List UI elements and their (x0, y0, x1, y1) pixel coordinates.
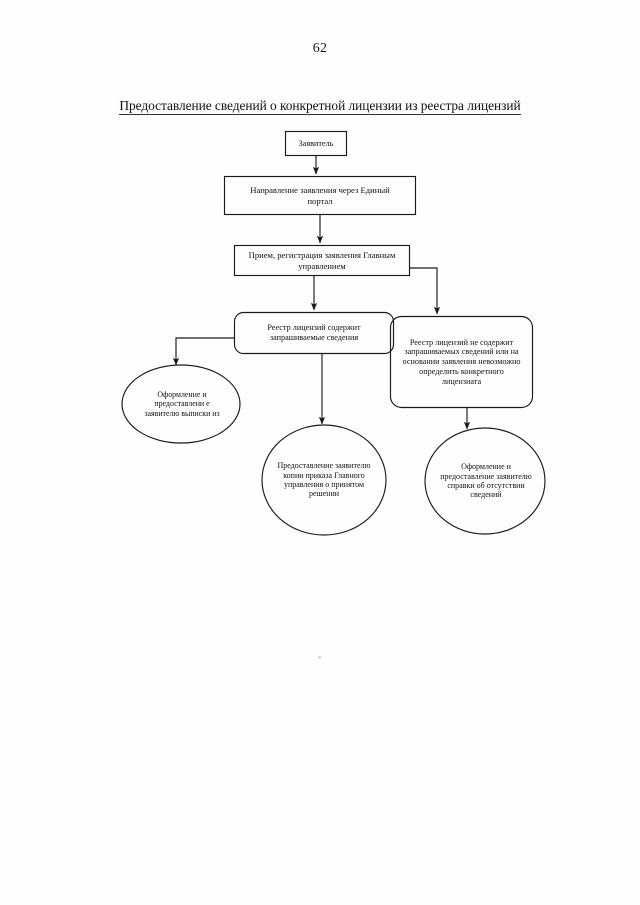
page-title-text: Предоставление сведений о конкретной лиц… (119, 98, 521, 115)
shape-issue-absence-certificate (424, 427, 546, 535)
node-receive-register: Прием, регистрация заявления Главным упр… (234, 245, 410, 276)
node-applicant: Заявитель (285, 131, 347, 156)
scan-artifact (318, 656, 321, 659)
node-issue-absence-certificate-label: Оформление и предоставление заявителю сп… (440, 462, 532, 500)
node-issue-order-copy: Предоставление заявителю копии приказа Г… (272, 430, 376, 530)
node-issue-extract: Оформление и предоставлени е заявителю в… (132, 368, 232, 440)
node-issue-absence-certificate: Оформление и предоставление заявителю сп… (434, 432, 538, 530)
node-registry-has-data-label: Реестр лицензий содержит запрашиваемые с… (267, 323, 361, 342)
node-registry-no-data-label: Реестр лицензий не содержит запрашиваемы… (402, 337, 521, 386)
shape-registry-has-data (233, 311, 395, 355)
shape-registry-no-data (389, 315, 534, 409)
shape-issue-extract (121, 364, 241, 444)
page-title: Предоставление сведений о конкретной лиц… (0, 98, 640, 115)
shape-issue-order-copy (261, 424, 387, 536)
page-number: 62 (312, 41, 328, 56)
node-issue-extract-label: Оформление и предоставлени е заявителю в… (144, 390, 220, 418)
shape-receive-register (233, 244, 411, 277)
node-issue-order-copy-label: Предоставление заявителю копии приказа Г… (277, 461, 371, 499)
connector-receive-to-no-data (409, 267, 441, 315)
node-registry-has-data: Реестр лицензий содержит запрашиваемые с… (234, 313, 394, 353)
connector-has-data-to-extract (172, 337, 235, 366)
node-receive-register-label: Прием, регистрация заявления Главным упр… (248, 250, 396, 271)
node-applicant-label: Заявитель (298, 138, 334, 148)
node-submit-application: Направление заявления через Единый порта… (224, 176, 416, 215)
node-submit-application-label: Направление заявления через Единый порта… (250, 185, 390, 206)
node-registry-no-data: Реестр лицензий не содержит запрашиваемы… (390, 316, 533, 408)
